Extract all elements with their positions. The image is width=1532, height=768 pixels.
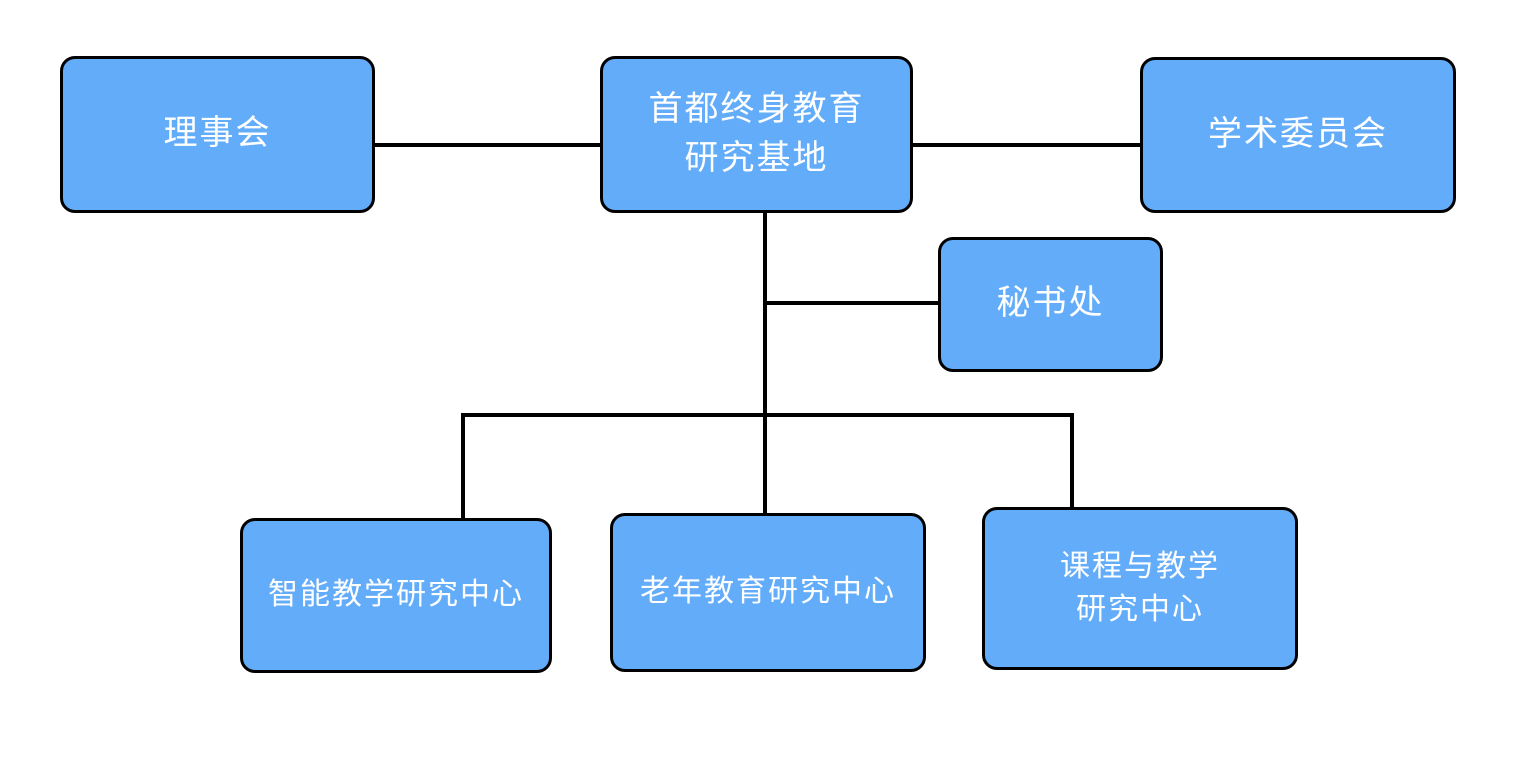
connector-council-root <box>375 143 600 147</box>
node-secretariat: 秘书处 <box>938 237 1163 372</box>
connector-root-trunk <box>763 213 767 513</box>
node-smart-teaching-center-label: 智能教学研究中心 <box>268 578 524 612</box>
node-academic-committee: 学术委员会 <box>1140 57 1456 213</box>
node-smart-teaching-center: 智能教学研究中心 <box>240 518 552 673</box>
node-secretariat-label: 秘书处 <box>996 285 1105 323</box>
node-academic-committee-label: 学术委员会 <box>1208 115 1388 153</box>
connector-root-secretariat <box>765 301 938 305</box>
connector-drop-right <box>1070 413 1074 507</box>
node-curriculum-center-label: 课程与教学 研究中心 <box>1060 549 1220 626</box>
connector-children-rail <box>461 413 1074 417</box>
node-curriculum-center: 课程与教学 研究中心 <box>982 507 1298 670</box>
node-council: 理事会 <box>60 56 375 213</box>
node-elder-education-center-label: 老年教育研究中心 <box>640 575 896 609</box>
node-elder-education-center: 老年教育研究中心 <box>610 513 926 672</box>
connector-drop-left <box>461 413 465 518</box>
connector-root-academic <box>913 143 1140 147</box>
node-root-base: 首都终身教育 研究基地 <box>600 56 913 213</box>
node-root-base-label: 首都终身教育 研究基地 <box>648 91 865 177</box>
node-council-label: 理事会 <box>163 115 272 153</box>
